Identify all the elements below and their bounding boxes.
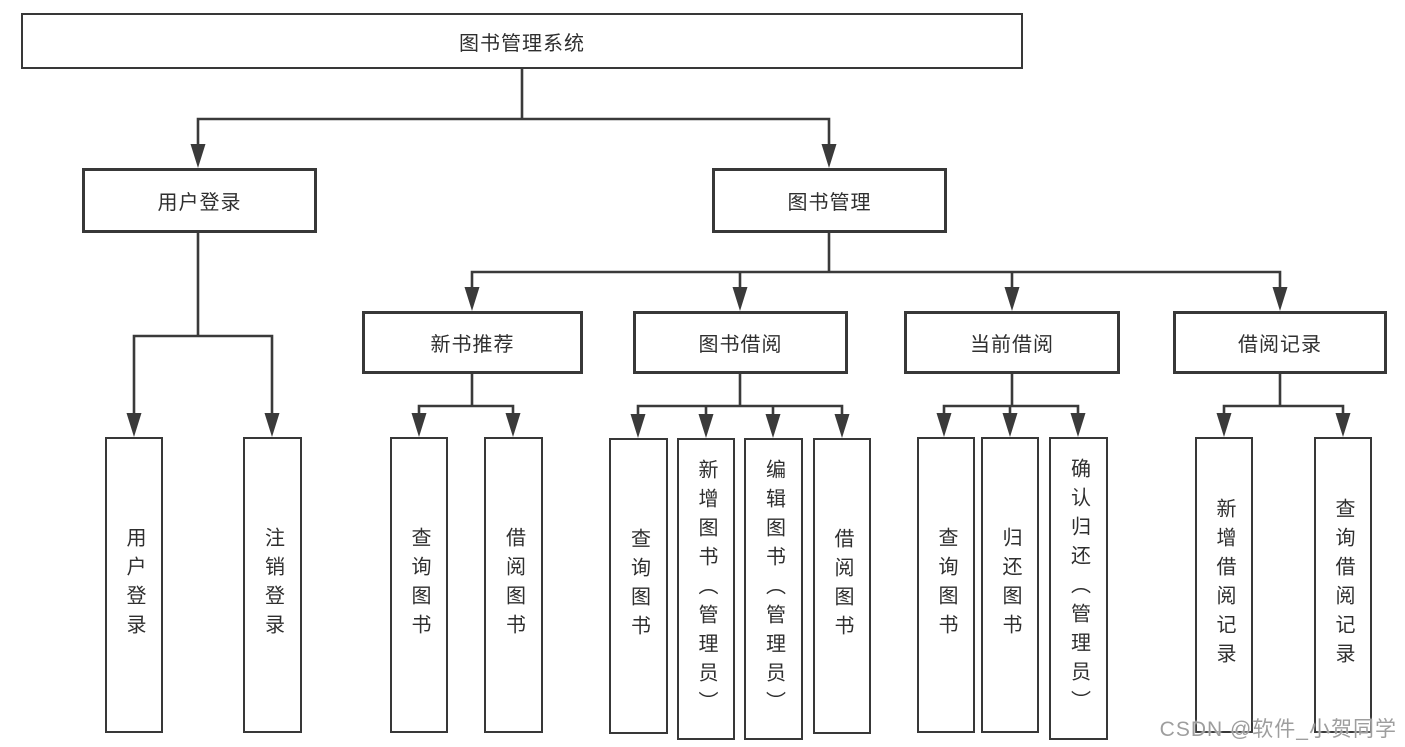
node-leaf-add-borrow-record-label: 新增借阅记录 — [1213, 498, 1235, 672]
node-current-borrowing-label: 当前借阅 — [970, 334, 1054, 356]
arrow-down-icon — [698, 414, 714, 438]
node-leaf-query-book-current-label: 查询图书 — [935, 527, 957, 643]
arrow-down-icon — [1335, 413, 1351, 437]
node-new-book-recommend-label: 新书推荐 — [430, 334, 515, 356]
node-borrowing-records: 借阅记录 — [1173, 311, 1387, 374]
arrow-down-icon — [1002, 413, 1018, 437]
node-new-book-recommend: 新书推荐 — [362, 311, 583, 374]
node-leaf-confirm-return-admin-label: 确认归还（管理员） — [1067, 458, 1090, 719]
node-leaf-add-borrow-record: 新增借阅记录 — [1195, 437, 1253, 733]
node-book-management-label: 图书管理 — [787, 192, 872, 214]
connector-book-management-children — [464, 233, 1288, 311]
arrow-down-icon — [834, 414, 850, 438]
node-leaf-add-book-admin: 新增图书（管理员） — [677, 438, 735, 740]
arrow-down-icon — [765, 414, 781, 438]
node-book-borrowing-label: 图书借阅 — [698, 334, 783, 356]
arrow-down-icon — [936, 413, 952, 437]
node-current-borrowing: 当前借阅 — [904, 311, 1120, 374]
arrow-down-icon — [411, 413, 427, 437]
node-leaf-query-book-recommend: 查询图书 — [390, 437, 448, 733]
node-system-root: 图书管理系统 — [21, 13, 1023, 69]
node-leaf-return-book-label: 归还图书 — [999, 527, 1021, 643]
arrow-down-icon — [1004, 287, 1020, 311]
connector-user-login-children — [126, 233, 280, 437]
node-leaf-query-book-borrowing-label: 查询图书 — [627, 528, 650, 644]
node-system-root-label: 图书管理系统 — [459, 32, 585, 55]
connector-book-borrowing-children — [630, 374, 850, 438]
node-book-borrowing: 图书借阅 — [633, 311, 848, 374]
node-leaf-borrow-book-borrowing-label: 借阅图书 — [831, 528, 853, 644]
node-borrowing-records-label: 借阅记录 — [1238, 334, 1322, 356]
node-leaf-confirm-return-admin: 确认归还（管理员） — [1049, 437, 1108, 740]
node-leaf-logout-label: 注销登录 — [261, 527, 284, 643]
node-leaf-logout: 注销登录 — [243, 437, 302, 733]
node-leaf-add-book-admin-label: 新增图书（管理员） — [695, 458, 717, 720]
connector-current-borrowing-children — [936, 374, 1086, 437]
node-leaf-borrow-book-recommend: 借阅图书 — [484, 437, 543, 733]
connector-borrowing-records-children — [1216, 374, 1351, 437]
node-user-login-label: 用户登录 — [157, 192, 242, 214]
node-book-management: 图书管理 — [712, 168, 947, 233]
node-leaf-edit-book-admin-label: 编辑图书（管理员） — [762, 458, 785, 720]
node-leaf-borrow-book-recommend-label: 借阅图书 — [502, 527, 525, 643]
arrow-down-icon — [630, 414, 646, 438]
arrow-down-icon — [190, 144, 206, 168]
connector-root-to-level2 — [190, 69, 837, 168]
node-leaf-user-login-label: 用户登录 — [123, 527, 145, 643]
arrow-down-icon — [1070, 413, 1086, 437]
connector-new-book-recommend-children — [411, 374, 521, 437]
node-leaf-query-book-current: 查询图书 — [917, 437, 975, 733]
node-user-login: 用户登录 — [82, 168, 317, 233]
watermark: CSDN @软件_小贺同学 — [1159, 718, 1397, 741]
arrow-down-icon — [1216, 413, 1232, 437]
arrow-down-icon — [821, 144, 837, 168]
node-leaf-query-book-borrowing: 查询图书 — [609, 438, 668, 734]
arrow-down-icon — [732, 287, 748, 311]
arrow-down-icon — [264, 413, 280, 437]
node-leaf-edit-book-admin: 编辑图书（管理员） — [744, 438, 803, 740]
arrow-down-icon — [505, 413, 521, 437]
arrow-down-icon — [464, 287, 480, 311]
node-leaf-query-book-recommend-label: 查询图书 — [408, 527, 430, 643]
arrow-down-icon — [126, 413, 142, 437]
node-leaf-query-borrow-record: 查询借阅记录 — [1314, 437, 1372, 733]
node-leaf-borrow-book-borrowing: 借阅图书 — [813, 438, 871, 734]
node-leaf-return-book: 归还图书 — [981, 437, 1039, 733]
node-leaf-user-login: 用户登录 — [105, 437, 163, 733]
node-leaf-query-borrow-record-label: 查询借阅记录 — [1332, 498, 1354, 672]
arrow-down-icon — [1272, 287, 1288, 311]
